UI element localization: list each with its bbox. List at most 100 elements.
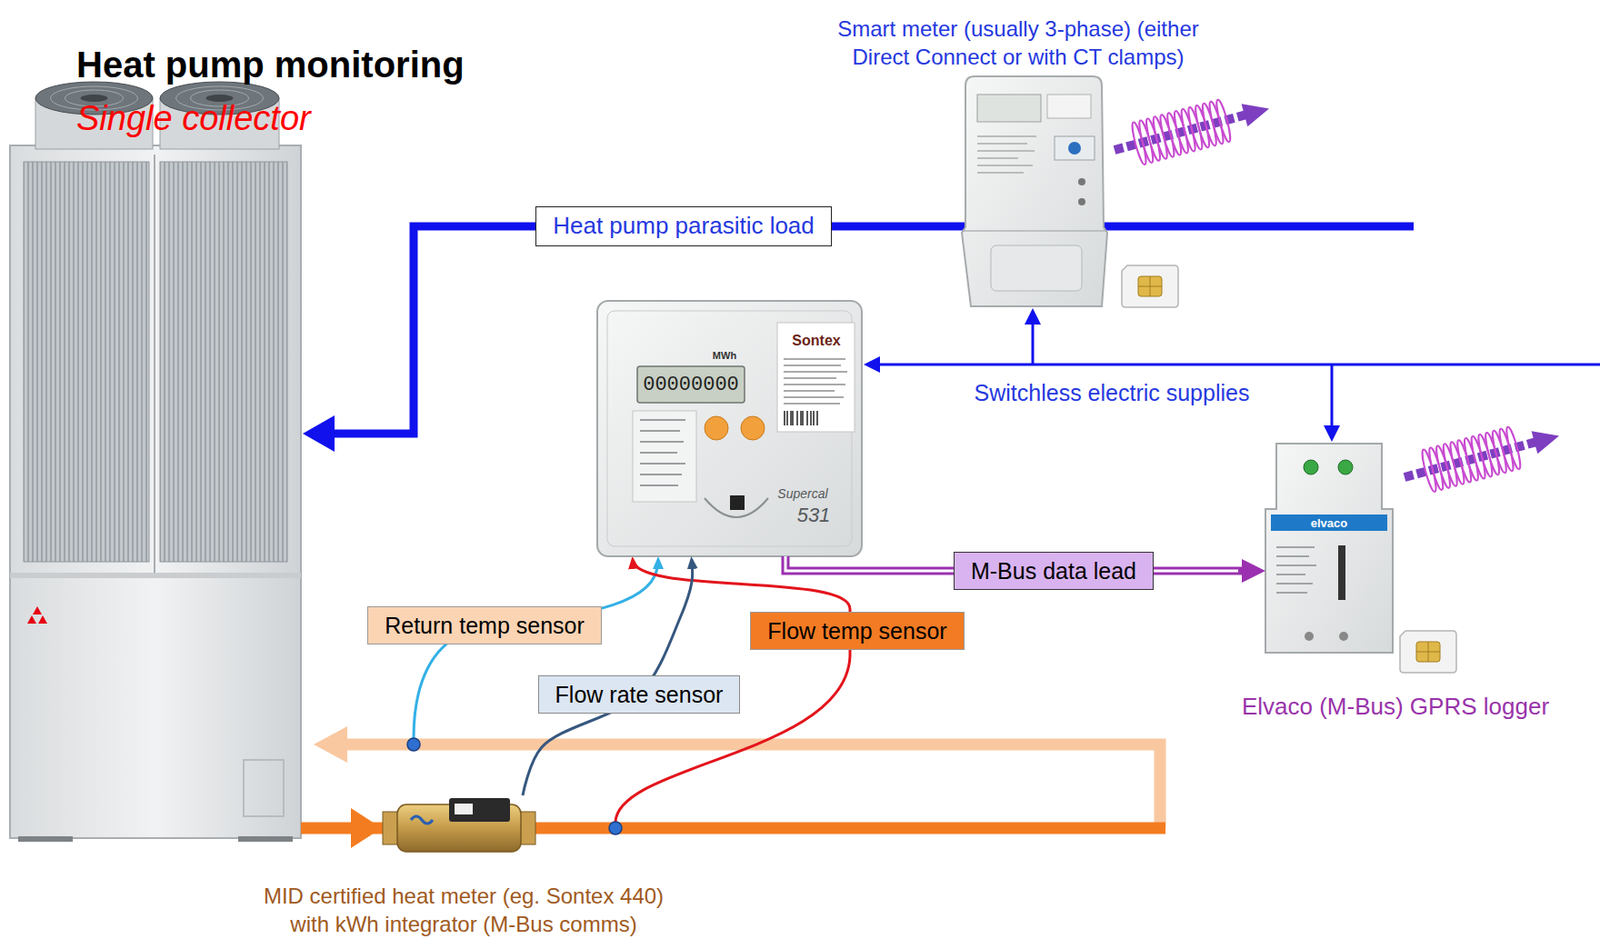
sensor-label: Return temp sensor xyxy=(367,606,602,645)
heat-meter-integrator-drawing xyxy=(597,300,862,557)
wireless-link xyxy=(1504,426,1523,470)
smart-meter-drawing xyxy=(1078,198,1086,206)
smart-meter-drawing xyxy=(1068,141,1081,155)
smart-meter-drawing xyxy=(1047,94,1091,119)
diagram-title: Heat pump monitoring xyxy=(76,43,465,86)
sensor-point xyxy=(609,821,622,835)
unit-label: MWh xyxy=(712,350,737,361)
heat-pump-unit xyxy=(10,145,301,839)
model-number: 531 xyxy=(797,503,831,528)
water-pipe xyxy=(313,726,348,763)
power-cable xyxy=(1323,425,1340,442)
flow-meter-drawing xyxy=(454,803,473,815)
heat-meter-integrator: MWh 00000000 SontexSupercal 531 xyxy=(597,300,862,557)
flow-meter-drawing xyxy=(410,816,433,824)
wireless-link xyxy=(1420,426,1523,493)
heat-pump-unit xyxy=(243,760,284,817)
wireless-link xyxy=(1214,99,1233,143)
water-pipe xyxy=(343,744,1160,829)
power-cable xyxy=(1024,308,1041,325)
sim-card xyxy=(1400,630,1457,673)
brand-logo: elvaco xyxy=(1310,516,1348,530)
heat-pump-unit xyxy=(238,836,293,842)
gprs-logger-drawing xyxy=(1339,631,1349,641)
flow-meter-drawing xyxy=(382,798,536,852)
connector-group xyxy=(522,556,1253,796)
brand-logo: Sontex xyxy=(791,332,840,350)
water-pipe xyxy=(350,808,382,849)
heat-pump-unit xyxy=(160,161,288,562)
line-label: Switchless electric supplies xyxy=(974,379,1250,407)
power-cable xyxy=(330,226,1414,434)
gprs-logger-drawing xyxy=(1338,545,1346,600)
heat-pump-unit xyxy=(153,154,156,573)
power-cable xyxy=(302,226,1600,452)
sensor-point xyxy=(407,738,420,751)
heat-pump-unit xyxy=(10,572,301,579)
sim-card xyxy=(1138,276,1162,297)
smart-meter-drawing xyxy=(977,136,1037,173)
heat-pump-unit xyxy=(23,161,150,562)
power-cable xyxy=(1330,364,1334,428)
gprs-logger-drawing xyxy=(1276,547,1317,593)
heat-meter-integrator-drawing xyxy=(730,495,745,510)
wireless-link xyxy=(1399,414,1565,499)
sim-card xyxy=(1400,630,1457,673)
smart-meter-drawing xyxy=(961,76,1108,307)
heat-meter-integrator-drawing xyxy=(740,416,765,440)
smart-meter-drawing xyxy=(1078,178,1086,186)
gprs-logger-drawing xyxy=(1265,443,1393,653)
node-caption: Elvaco (M-Bus) GPRS logger xyxy=(1241,692,1550,721)
gprs-logger-drawing xyxy=(1338,460,1353,475)
wireless-link xyxy=(1241,97,1273,127)
wireless-link xyxy=(1130,99,1233,166)
flow-meter-drawing xyxy=(449,798,510,822)
smart-meter-drawing xyxy=(963,230,1106,232)
heat-meter-integrator-drawing xyxy=(632,410,697,502)
heat-meter-integrator-drawing xyxy=(597,300,862,557)
power-cable xyxy=(1031,322,1035,365)
gprs-logger-drawing xyxy=(1265,443,1393,653)
power-cable xyxy=(878,363,1600,367)
heat-meter-integrator-drawing xyxy=(704,416,729,440)
sim-card xyxy=(1121,265,1179,308)
power-cable xyxy=(302,415,335,452)
sensor-label: Flow temp sensor xyxy=(750,611,964,650)
sim-card xyxy=(1416,641,1440,662)
gprs-logger-drawing xyxy=(1304,631,1314,641)
model-name: Supercal xyxy=(777,486,828,501)
sim-card xyxy=(1138,276,1162,297)
heat-meter-integrator-drawing xyxy=(637,366,745,403)
flow-meter: MID certified heat meter (eg. Sontex 440… xyxy=(382,795,536,858)
heat-meter-integrator-drawing xyxy=(640,420,686,486)
line-label: M-Bus data lead xyxy=(953,551,1154,590)
sensor-label: Flow rate sensor xyxy=(538,675,741,714)
smart-meter: Smart meter (usually 3-phase) (either Di… xyxy=(959,76,1108,307)
sensor-wire xyxy=(413,560,850,822)
wireless-link xyxy=(1531,424,1563,454)
power-cable xyxy=(863,356,880,373)
gprs-logger: elvacoElvaco (M-Bus) GPRS logger xyxy=(1265,443,1393,653)
heat-meter-integrator-drawing xyxy=(784,410,818,426)
smart-meter-drawing xyxy=(977,94,1041,122)
wireless-link xyxy=(1109,87,1275,171)
node-caption: Smart meter (usually 3-phase) (either Di… xyxy=(790,14,1246,71)
heat-pump-unit xyxy=(18,836,73,842)
smart-meter-drawing xyxy=(961,76,1108,307)
heat-meter-integrator-drawing xyxy=(777,322,855,432)
smart-meter-drawing xyxy=(990,245,1082,291)
smart-meter-drawing xyxy=(1054,136,1095,160)
subtitle: Single collector xyxy=(76,99,311,140)
line-label: Heat pump parasitic load xyxy=(535,206,832,246)
gprs-logger-drawing xyxy=(1303,460,1319,475)
sim-card xyxy=(1121,265,1179,308)
gprs-logger-drawing xyxy=(1270,514,1388,531)
heat-pump-unit xyxy=(10,81,301,842)
heat-pump-unit xyxy=(27,606,48,624)
node-caption: MID certified heat meter (eg. Sontex 440… xyxy=(247,881,681,939)
sim-card xyxy=(1416,641,1440,662)
lcd-reading: 00000000 xyxy=(642,373,740,397)
